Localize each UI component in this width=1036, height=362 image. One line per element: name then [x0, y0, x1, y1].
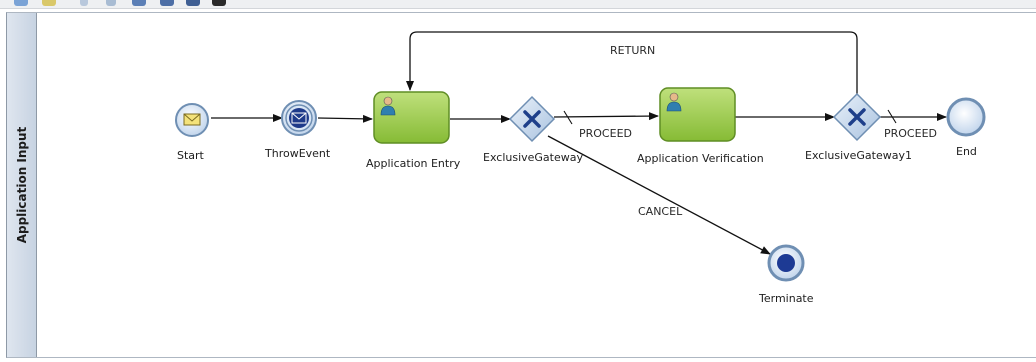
toolbar-icon[interactable]	[42, 0, 56, 6]
toolbar-icon[interactable]	[212, 0, 226, 6]
terminate-label: Terminate	[759, 292, 814, 305]
x-icon	[848, 108, 866, 126]
user-icon	[666, 92, 682, 112]
filled-envelope-icon	[289, 108, 309, 128]
flow-cancel-to-terminate[interactable]	[547, 135, 771, 255]
return-flow-label[interactable]: RETURN	[610, 44, 656, 57]
exclusive-gateway-1-label: ExclusiveGateway1	[805, 149, 912, 162]
throw-event-label: ThrowEvent	[265, 147, 331, 160]
toolbar	[0, 0, 1036, 9]
terminate-event[interactable]	[767, 244, 805, 282]
toolbar-icon[interactable]	[80, 0, 88, 6]
flow-throw-to-entry[interactable]	[317, 114, 373, 123]
x-icon	[523, 110, 541, 128]
swimlane-header[interactable]: Application Input	[7, 13, 37, 357]
start-label: Start	[177, 149, 204, 162]
toolbar-icon[interactable]	[160, 0, 174, 6]
toolbar-icon[interactable]	[186, 0, 200, 6]
application-entry-label: Application Entry	[366, 157, 461, 170]
cancel-flow-label[interactable]: CANCEL	[638, 205, 683, 218]
application-entry-task[interactable]	[373, 91, 450, 144]
end-label: End	[956, 145, 977, 158]
toolbar-icon[interactable]	[14, 0, 28, 6]
flow-proceed-to-verification[interactable]	[553, 110, 659, 125]
proceed-flow-label[interactable]: PROCEED	[579, 127, 632, 140]
flow-proceed-to-end[interactable]	[880, 109, 947, 124]
exclusive-gateway-label: ExclusiveGateway	[483, 151, 583, 164]
proceed-flow-label-2[interactable]: PROCEED	[884, 127, 937, 140]
end-event[interactable]	[946, 97, 986, 137]
toolbar-icon[interactable]	[132, 0, 146, 6]
exclusive-gateway[interactable]	[508, 95, 556, 143]
application-verification-label: Application Verification	[637, 152, 764, 165]
toolbar-icon[interactable]	[106, 0, 116, 6]
start-event[interactable]	[175, 103, 209, 137]
swimlane	[6, 12, 1036, 358]
exclusive-gateway-1[interactable]	[832, 92, 882, 142]
user-icon	[380, 96, 396, 116]
flow-return-to-entry[interactable]	[406, 31, 858, 94]
application-verification-task[interactable]	[659, 87, 736, 142]
envelope-icon	[183, 113, 201, 126]
throw-event[interactable]	[281, 100, 317, 136]
